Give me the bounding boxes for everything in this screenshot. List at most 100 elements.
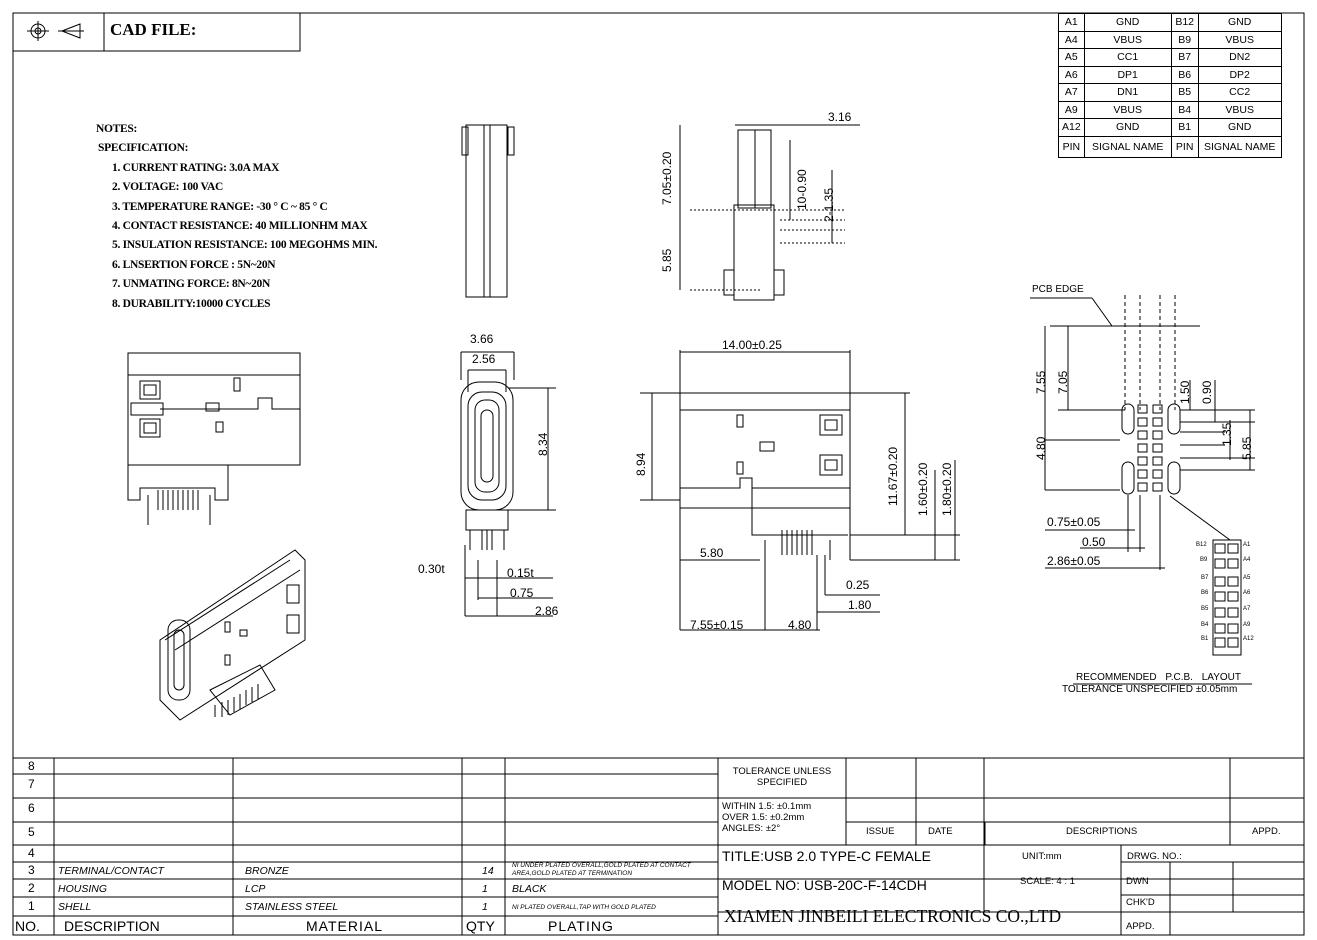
row-number: 6 xyxy=(28,801,35,815)
pin-cell: B5 xyxy=(1170,83,1199,102)
pin-cell: A12 xyxy=(1058,118,1085,137)
top-view-contacts xyxy=(679,124,860,301)
pcb-edge-label: PCB EDGE xyxy=(1032,284,1084,295)
note-item: 7. UNMATING FORCE: 8N~20N xyxy=(112,278,270,291)
pin-cell: A9 xyxy=(1058,100,1085,119)
signal-cell: DP1 xyxy=(1083,65,1172,84)
bom-description: HOUSING xyxy=(58,883,108,895)
bom-material: BRONZE xyxy=(245,865,289,877)
pad-label: A7 xyxy=(1243,606,1251,612)
signal-cell: GND xyxy=(1083,118,1172,137)
header-cell: PIN xyxy=(1058,135,1085,158)
dim-label: 0.15t xyxy=(507,566,534,580)
dim-label: 3.66 xyxy=(470,332,494,346)
checked-label: CHK'D xyxy=(1126,897,1155,908)
tolerance-line: WITHIN 1.5: ±0.1mm xyxy=(722,801,812,812)
drawing-number-label: DRWG. NO.: xyxy=(1127,851,1182,862)
date-header: DATE xyxy=(928,826,953,837)
dim-label: 4.80 xyxy=(788,618,812,632)
pin-cell: B9 xyxy=(1170,30,1199,49)
dim-label: 1.35 xyxy=(1220,422,1234,446)
dim-label: 4.80 xyxy=(1034,436,1048,460)
pad-label: B7 xyxy=(1201,575,1209,581)
side-view-housing xyxy=(461,124,515,298)
approved-label: APPD. xyxy=(1126,921,1155,932)
note-item: 5. INSULATION RESISTANCE: 100 MEGOHMS MI… xyxy=(112,239,378,252)
dim-label: 7.05±0.20 xyxy=(660,151,674,205)
signal-cell: GND xyxy=(1197,13,1282,32)
dim-label: 1.80 xyxy=(848,598,872,612)
tolerance-line: ANGLES: ±2° xyxy=(722,823,781,834)
pin-cell: A5 xyxy=(1058,48,1085,67)
row-number: 8 xyxy=(28,759,35,773)
header-qty: QTY xyxy=(466,918,495,934)
pcb-layout-title: RECOMMENDED P.C.B. LAYOUT xyxy=(1076,672,1241,683)
pad-label: A9 xyxy=(1243,622,1251,628)
bom-qty: 1 xyxy=(482,901,488,913)
bom-qty: 14 xyxy=(482,865,494,877)
tolerance-label: TOLERANCE UNLESS SPECIFIED xyxy=(732,766,832,788)
signal-cell: VBUS xyxy=(1083,100,1172,119)
pcb-layout-view xyxy=(1030,295,1255,685)
dim-label: 7.55 xyxy=(1034,370,1048,394)
header-plating: PLATING xyxy=(548,918,614,934)
pad-label: A5 xyxy=(1243,575,1251,581)
pad-label: B4 xyxy=(1201,622,1209,628)
pad-label: A1 xyxy=(1243,542,1251,548)
pin-cell: A7 xyxy=(1058,83,1085,102)
dim-label: 0.75±0.05 xyxy=(1047,515,1101,529)
notes-title: NOTES: xyxy=(96,123,138,135)
signal-cell: DN2 xyxy=(1197,48,1282,67)
dim-label: 8.34 xyxy=(536,432,550,456)
pad-label: A6 xyxy=(1243,590,1251,596)
header-cell: SIGNAL NAME xyxy=(1083,135,1172,158)
note-item: 1. CURRENT RATING: 3.0A MAX xyxy=(112,161,280,174)
front-view xyxy=(460,351,556,617)
pin-cell: A6 xyxy=(1058,65,1085,84)
dim-label: 0.30t xyxy=(418,562,445,576)
dim-label: 10-0.90 xyxy=(795,169,809,210)
note-item: 2. VOLTAGE: 100 VAC xyxy=(112,181,224,194)
header-box xyxy=(12,12,301,52)
pin-cell: A4 xyxy=(1058,30,1085,49)
pin-cell: B1 xyxy=(1170,118,1199,137)
bom-material: LCP xyxy=(245,883,266,895)
dim-label: 1.60±0.20 xyxy=(916,462,930,516)
dwn-label: DWN xyxy=(1126,876,1149,887)
note-item: 6. LNSERTION FORCE : 5N~20N xyxy=(112,258,276,271)
dim-label: 1.50 xyxy=(1178,380,1192,404)
appd-header: APPD. xyxy=(1252,826,1281,837)
dim-label: 3.16 xyxy=(828,110,852,124)
dim-label: 0.90 xyxy=(1200,380,1214,404)
bom-plating: NI PLATED OVERALL,TAP WITH GOLD PLATED xyxy=(512,904,656,911)
pin-cell: B12 xyxy=(1170,13,1199,32)
third-angle-projection-icon xyxy=(27,21,84,41)
cad-file-label: CAD FILE: xyxy=(110,20,197,39)
signal-cell: DP2 xyxy=(1197,65,1282,84)
dim-label: 5.85 xyxy=(1240,436,1254,460)
pcb-pad-detail xyxy=(1212,539,1242,656)
header-no: NO. xyxy=(15,918,40,934)
pin-cell: B7 xyxy=(1170,48,1199,67)
note-item: 8. DURABILITY:10000 CYCLES xyxy=(112,297,271,310)
pad-label: A4 xyxy=(1243,557,1251,563)
signal-cell: CC1 xyxy=(1083,48,1172,67)
bom-material: STAINLESS STEEL xyxy=(245,901,339,913)
left-side-view xyxy=(127,352,301,525)
note-item: 4. CONTACT RESISTANCE: 40 MILLIONHM MAX xyxy=(112,220,368,233)
bom-plating: NI UNDER PLATED OVERALL,GOLD PLATED AT C… xyxy=(512,862,691,877)
bom-description: SHELL xyxy=(58,901,92,913)
bom-description: TERMINAL/CONTACT xyxy=(58,865,164,877)
header-material: MATERIAL xyxy=(306,918,383,934)
unit-label: UNIT:mm xyxy=(1022,851,1062,862)
dim-label: 2.86 xyxy=(535,604,559,618)
dim-label: 14.00±0.25 xyxy=(722,338,782,352)
